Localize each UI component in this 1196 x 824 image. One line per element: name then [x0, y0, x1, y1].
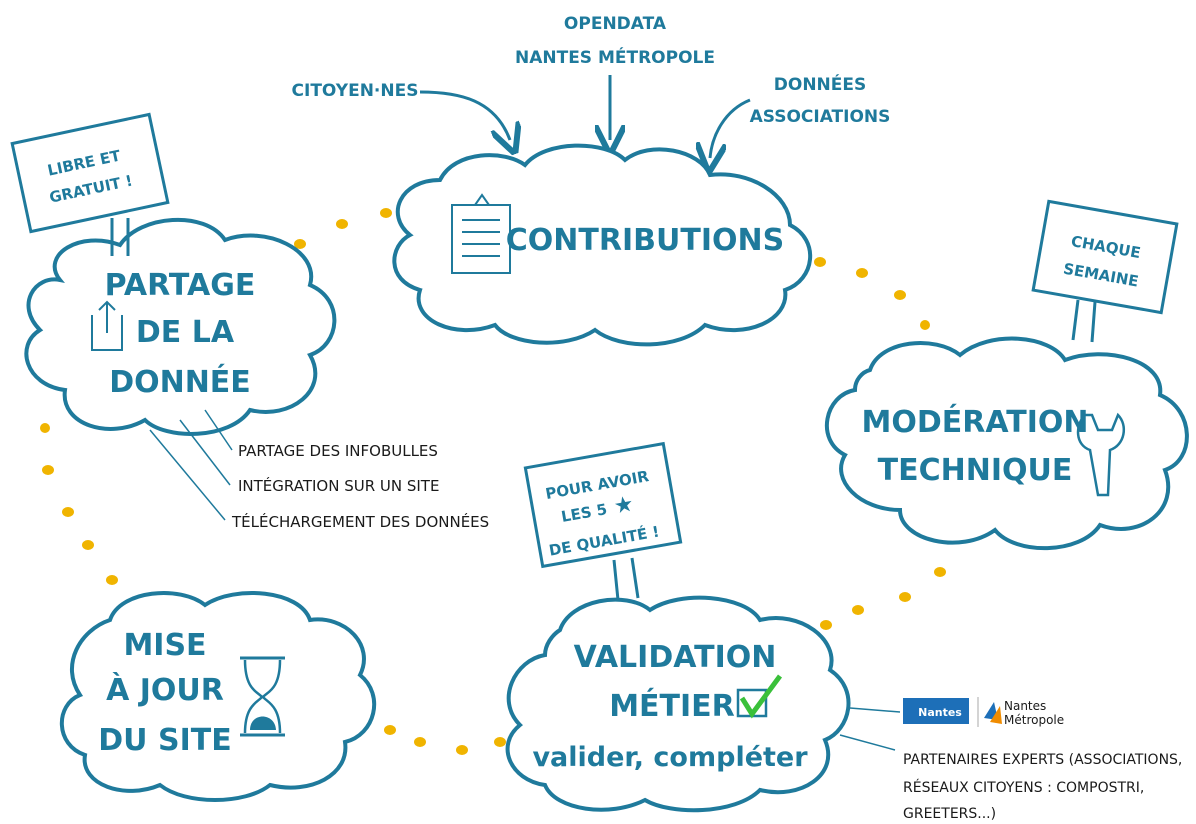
cloud-contributions: CONTRIBUTIONS: [392, 143, 813, 347]
metropole-logo-line1: Nantes: [1004, 699, 1046, 713]
cloud-mise-line3: DU SITE: [98, 723, 231, 758]
share-list-item: PARTAGE DES INFOBULLES: [238, 442, 438, 460]
cloud-validation: VALIDATION MÉTIER valider, compléter: [505, 595, 851, 813]
experts-line1: PARTENAIRES EXPERTS (ASSOCIATIONS,: [903, 752, 1182, 768]
cloud-mise-line2: À JOUR: [106, 672, 224, 708]
share-list-item: TÉLÉCHARGEMENT DES DONNÉES: [231, 512, 489, 531]
source-donnees-line1: DONNÉES: [774, 73, 867, 95]
cloud-partage-line3: DONNÉE: [109, 364, 251, 400]
metropole-logo-line2: Métropole: [1004, 713, 1064, 727]
source-arrows: [419, 75, 751, 158]
document-icon: [451, 193, 511, 274]
hourglass-icon: [240, 656, 285, 737]
source-opendata-line2: NANTES MÉTROPOLE: [515, 46, 715, 68]
cloud-mise-line1: MISE: [123, 628, 206, 663]
experts-line2: RÉSEAUX CITOYENS : COMPOSTRI,: [903, 779, 1144, 796]
nantes-logo: Nantes: [903, 698, 969, 724]
cloud-moderation: MODÉRATION TECHNIQUE: [825, 336, 1189, 551]
nantes-logo-text: Nantes: [918, 706, 962, 719]
nantes-metropole-logo: Nantes Métropole: [984, 699, 1064, 727]
cloud-validation-line2: MÉTIER: [609, 688, 735, 724]
cloud-contributions-title: CONTRIBUTIONS: [506, 223, 784, 258]
cloud-partage-line1: PARTAGE: [105, 268, 256, 303]
cloud-moderation-line1: MODÉRATION: [862, 404, 1089, 440]
cloud-partage-line2: DE LA: [136, 315, 235, 350]
source-opendata-line1: OPENDATA: [564, 14, 667, 34]
checkbox-check-icon: [736, 674, 783, 719]
cloud-mise-a-jour: MISE À JOUR DU SITE: [59, 591, 377, 802]
sign-libre-gratuit: LIBRE ET GRATUIT !: [10, 112, 170, 256]
cloud-moderation-line2: TECHNIQUE: [878, 453, 1073, 488]
cloud-validation-line3: valider, compléter: [532, 742, 808, 773]
source-donnees-line2: ASSOCIATIONS: [750, 107, 891, 127]
cloud-partage: PARTAGE DE LA DONNÉE: [24, 218, 337, 436]
share-list-item: INTÉGRATION SUR UN SITE: [238, 476, 439, 495]
star-icon: ★: [612, 492, 636, 520]
experts-line3: GREETERS...): [903, 806, 996, 822]
share-icon: [91, 300, 123, 351]
bee-trail: [40, 208, 946, 755]
sign-pour-avoir: POUR AVOIR LES 5 ★ DE QUALITÉ !: [523, 441, 683, 601]
share-list: PARTAGE DES INFOBULLES INTÉGRATION SUR U…: [149, 409, 489, 531]
partners: Nantes Nantes Métropole PARTENAIRES EXPE…: [839, 697, 1182, 822]
sign-chaque-semaine: CHAQUE SEMAINE: [1031, 199, 1179, 343]
source-citoyens: CITOYEN·NES: [292, 81, 419, 101]
wrench-icon: [1076, 412, 1126, 497]
cloud-validation-line1: VALIDATION: [574, 640, 777, 675]
